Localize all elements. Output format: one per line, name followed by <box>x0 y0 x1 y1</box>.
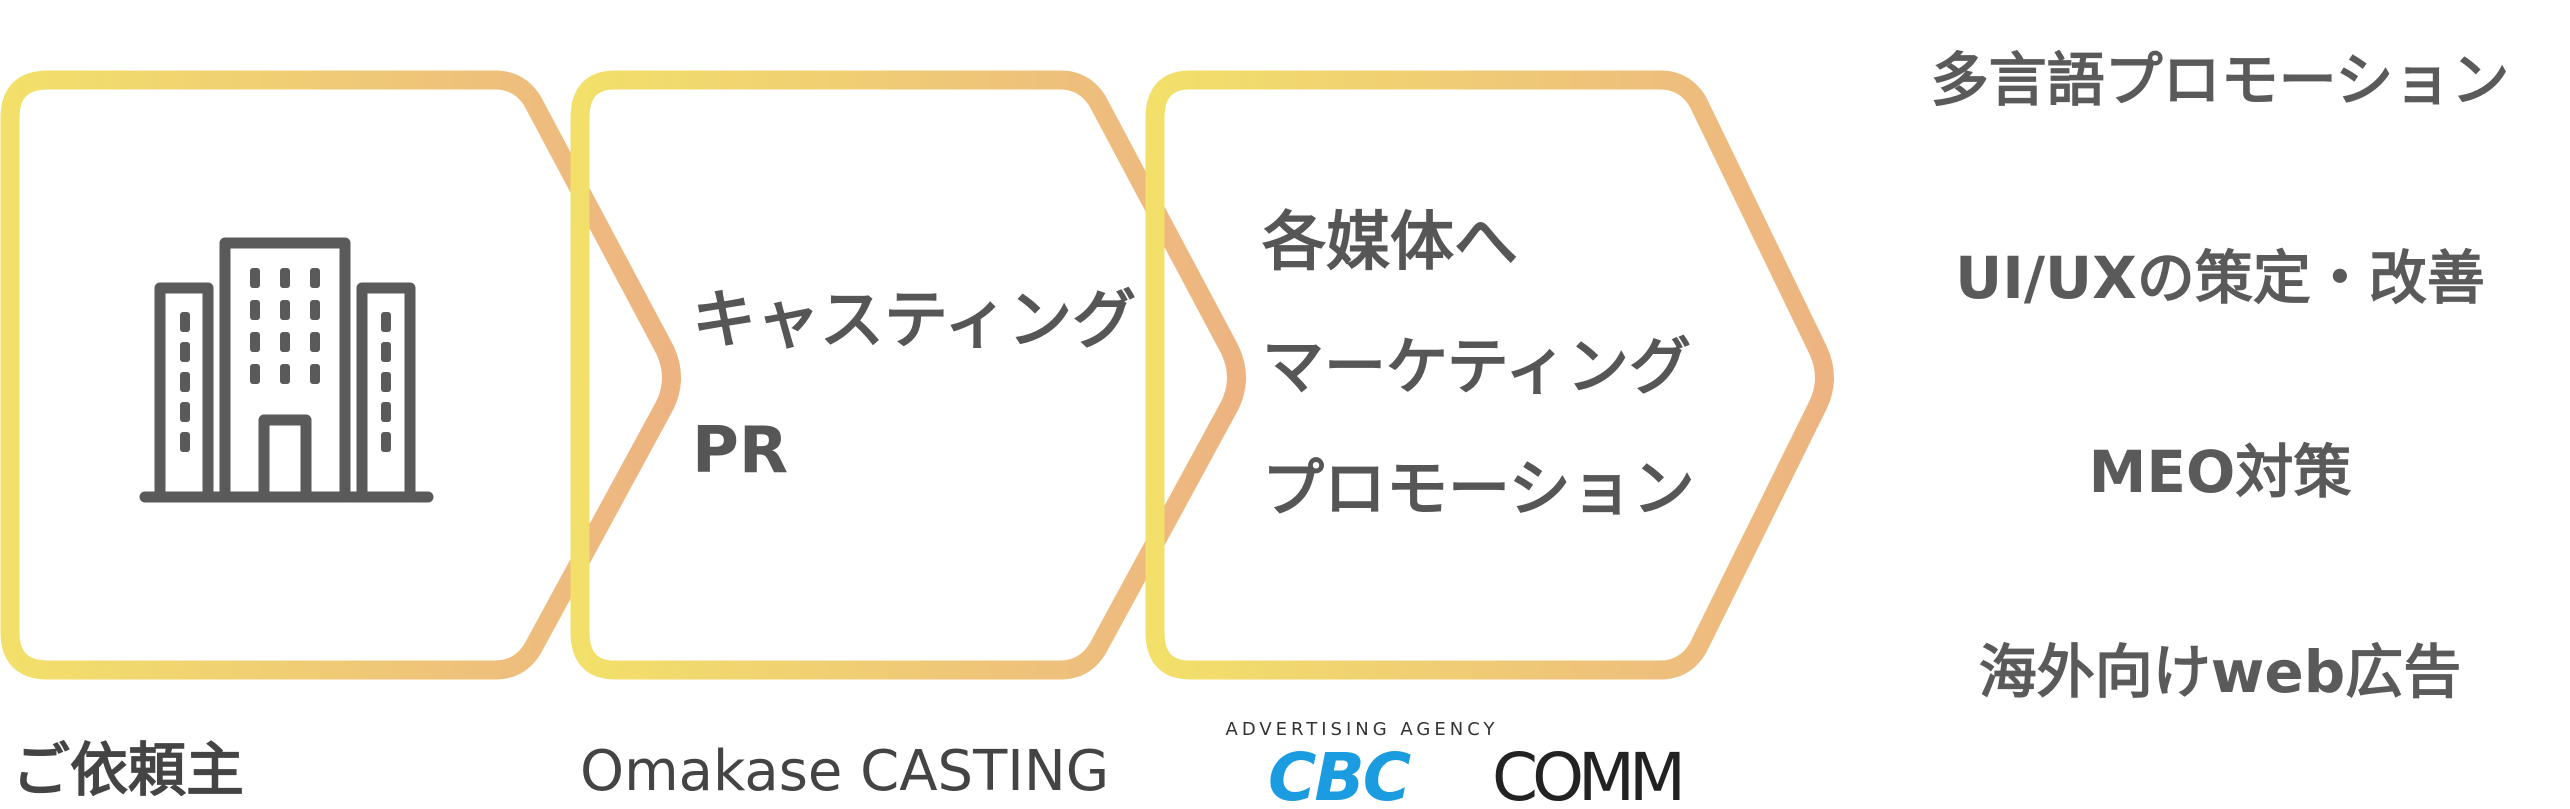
label-client: ご依頼主 <box>12 736 244 804</box>
chevron-step-2 <box>570 70 1246 680</box>
service-ui-ux: UI/UXの策定・改善 <box>1955 244 2485 312</box>
step-3-line-3: プロモーション <box>1262 452 1695 525</box>
building-windows <box>180 268 391 452</box>
chevron-step-1 <box>0 70 681 680</box>
logo-comm: COMM <box>1492 739 1680 809</box>
chevron-step-3 <box>1145 70 1834 680</box>
service-overseas-ads: 海外向けweb広告 <box>1979 638 2461 706</box>
logo-cbc: CBC <box>1268 739 1411 809</box>
step-2-line-1: キャスティング <box>692 284 1136 358</box>
label-omakase-casting: Omakase CASTING <box>580 739 1109 804</box>
logo-tagline: ADVERTISING AGENCY <box>1226 719 1499 740</box>
step-3-line-2: マーケティング <box>1262 330 1691 403</box>
step-2-line-2: PR <box>692 414 788 488</box>
cbc-comm-logo: ADVERTISING AGENCY CBC COMM <box>1226 719 1686 809</box>
service-multilingual: 多言語プロモーション <box>1931 46 2510 114</box>
service-meo: MEO対策 <box>2089 438 2352 506</box>
office-building-icon <box>139 237 434 503</box>
step-3-line-1: 各媒体へ <box>1262 206 1518 280</box>
